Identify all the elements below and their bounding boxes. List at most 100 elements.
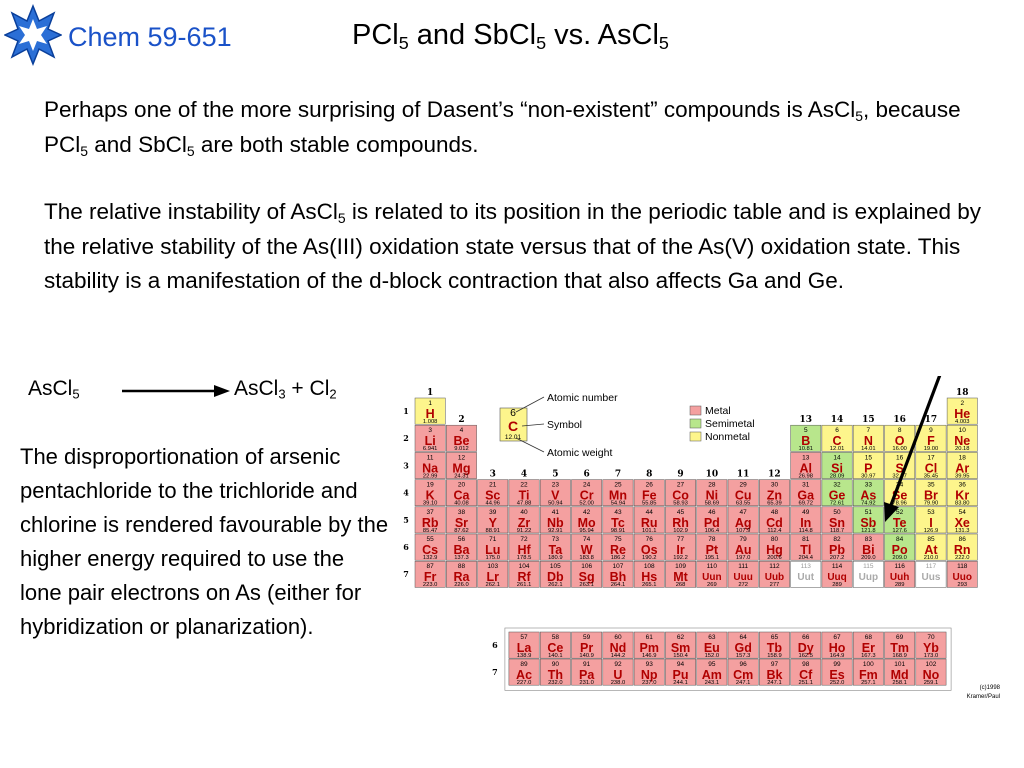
element-number: 77 (677, 536, 685, 543)
element-cell-bg (571, 533, 603, 561)
element-symbol: Ru (641, 516, 658, 530)
element-weight: 35.45 (924, 473, 939, 479)
element-cell-bg (852, 533, 884, 561)
element-number: 94 (677, 661, 685, 668)
element-symbol: Hs (641, 570, 657, 584)
element-cell-bg (759, 533, 790, 561)
element-symbol: Tl (800, 543, 811, 557)
element-cell-bg (821, 506, 853, 534)
element-cell-bg (414, 424, 446, 452)
element-weight: 54.94 (611, 501, 626, 507)
element-symbol: Sg (579, 570, 595, 584)
legend-atomic-weight: Atomic weight (547, 447, 612, 459)
element-number: 92 (614, 661, 622, 668)
reaction-equation: AsCl5 AsCl3 + Cl2 (28, 377, 388, 407)
element-number: 66 (802, 634, 810, 641)
element-symbol: Nb (547, 516, 564, 530)
element-number: 21 (489, 482, 497, 489)
element-cell-bg (633, 658, 665, 686)
element-symbol: Uun (702, 572, 721, 583)
element-symbol: Rn (954, 543, 971, 557)
element-symbol: Os (641, 543, 658, 557)
element-number: 64 (740, 634, 748, 641)
element-cell-bg (665, 506, 696, 534)
element-cell-bg (696, 506, 728, 534)
element-symbol: Cs (422, 543, 438, 557)
element-symbol: Zr (518, 516, 531, 530)
element-weight: 238.0 (611, 680, 626, 686)
element-symbol: Po (892, 543, 908, 557)
element-cell-bg (727, 560, 759, 588)
intro-paragraph: Perhaps one of the more surprising of Da… (44, 97, 961, 159)
element-cell-bg (727, 506, 759, 534)
element-number: 76 (646, 536, 654, 543)
element-weight: 9.012 (454, 446, 469, 452)
periodic-table-legend: 6 C 12.01 Atomic number Symbol Atomic we… (499, 392, 755, 459)
element-weight: 16.00 (892, 446, 907, 452)
element-symbol: Xe (955, 516, 970, 530)
element-cell-bg (539, 533, 571, 561)
element-number: 70 (927, 634, 935, 641)
element-symbol: U (613, 668, 622, 682)
element-weight: 258.1 (892, 680, 907, 686)
element-symbol: Fm (859, 668, 878, 682)
element-number: 9 (929, 427, 933, 434)
element-weight: 158.9 (767, 653, 782, 659)
element-weight: 138.9 (517, 653, 532, 659)
group-label: 12 (768, 470, 781, 480)
element-cell-bg (539, 658, 571, 686)
element-cell-bg (665, 631, 696, 659)
element-weight: 175.0 (485, 555, 500, 561)
element-symbol: Ac (516, 668, 532, 682)
element-number: 102 (926, 661, 937, 668)
element-cell-bg (946, 560, 978, 588)
element-symbol: Ho (829, 641, 846, 655)
element-weight: 12.01 (830, 446, 845, 452)
element-cell-bg (414, 533, 446, 561)
element-number: 36 (959, 482, 967, 489)
element-cell-bg (539, 506, 571, 534)
element-weight: 210.0 (924, 555, 939, 561)
explanation-paragraph: The relative instability of AsCl5 is rel… (44, 199, 982, 293)
element-number: 109 (675, 563, 686, 570)
element-weight: 50.94 (548, 501, 563, 507)
element-cell-bg (727, 631, 759, 659)
element-weight: 78.96 (892, 501, 907, 507)
element-weight: 204.4 (798, 555, 813, 561)
element-weight: 44.96 (485, 501, 500, 507)
element-weight: 167.3 (861, 653, 876, 659)
element-number: 80 (771, 536, 779, 543)
element-symbol: F (927, 434, 935, 448)
element-weight: 190.2 (642, 555, 657, 561)
element-symbol: Sr (455, 516, 468, 530)
element-number: 71 (489, 536, 497, 543)
element-weight: 247.1 (767, 680, 782, 686)
element-weight: 180.9 (548, 555, 563, 561)
element-number: 69 (896, 634, 904, 641)
element-symbol: Bk (766, 668, 782, 682)
element-weight: 92.91 (548, 528, 563, 534)
element-symbol: Ba (453, 543, 470, 557)
element-weight: 112.4 (767, 528, 782, 534)
element-weight: 32.07 (892, 473, 907, 479)
